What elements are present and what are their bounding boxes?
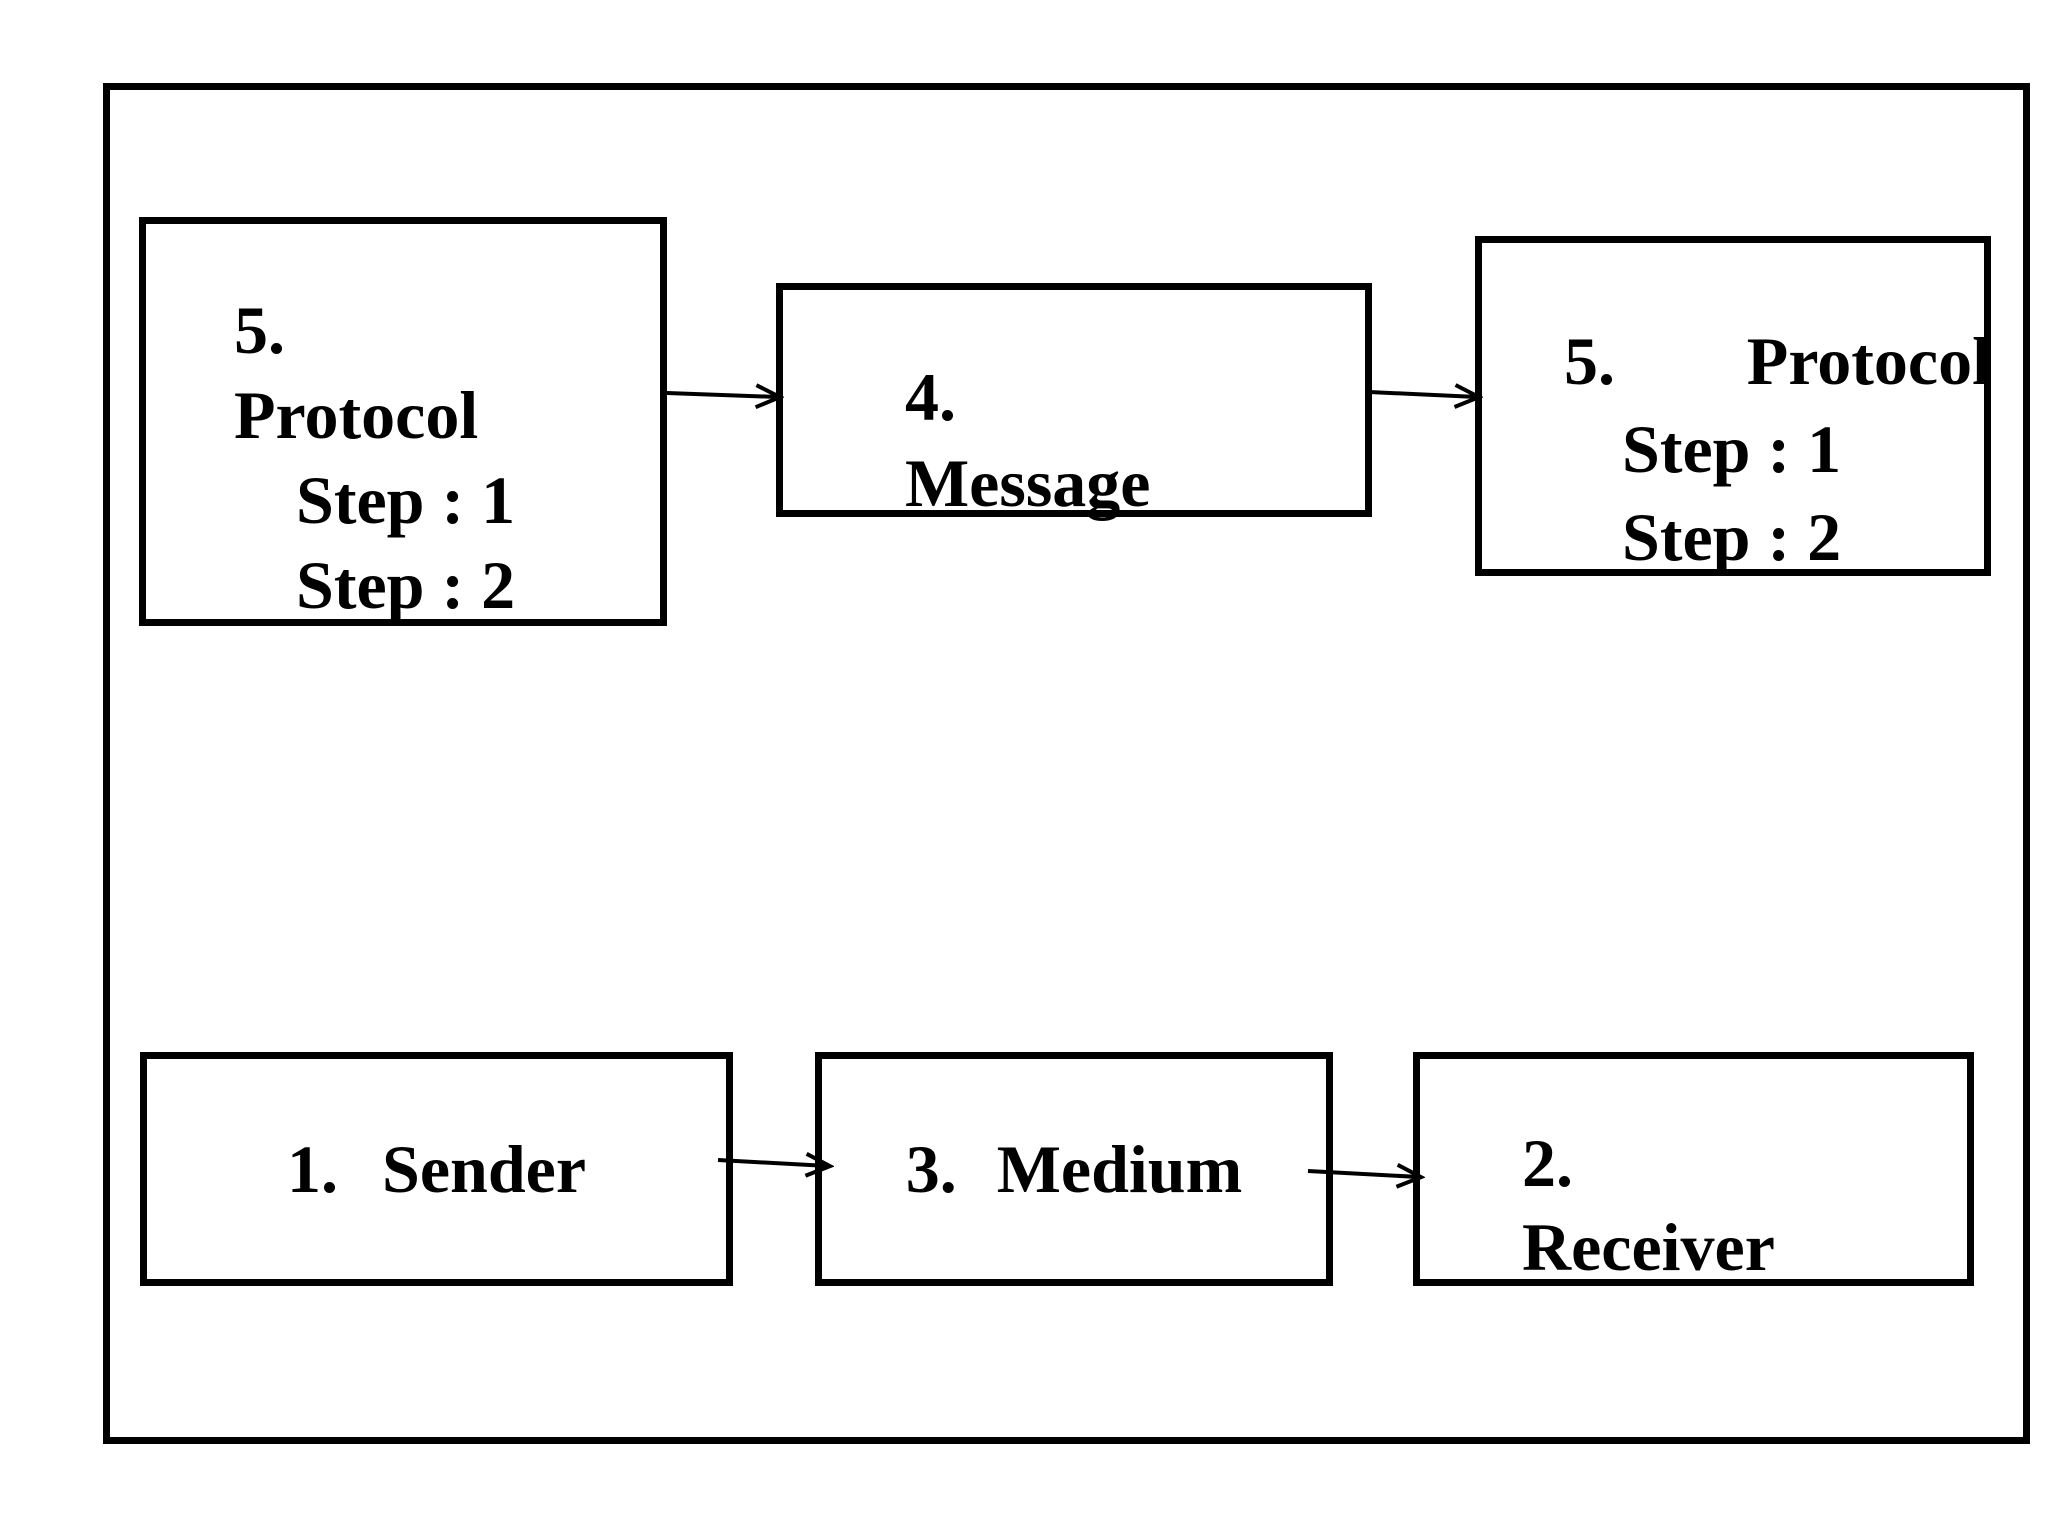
medium-number: 3. [905, 1130, 957, 1207]
protocol-receiver-heading: 5. Protocol [1564, 317, 1991, 405]
protocol-sender-title: Protocol [234, 377, 479, 453]
sender-box: 1. Sender [140, 1052, 733, 1286]
receiver-box: 2. Receiver [1413, 1052, 1974, 1286]
sender-number: 1. [287, 1130, 338, 1207]
protocol-receiver-box: 5. Protocol Step : 1 Step : 2 [1475, 236, 1991, 576]
protocol-sender-step-2: Step : 2 [296, 547, 516, 623]
medium-title: Medium [996, 1130, 1243, 1207]
medium-box: 3. Medium [815, 1052, 1333, 1286]
protocol-receiver-step-1: Step : 1 [1622, 411, 1842, 487]
protocol-receiver-step-2: Step : 2 [1622, 499, 1842, 575]
message-box: 4. Message [776, 283, 1372, 521]
protocol-receiver-number: 5. [1564, 323, 1615, 399]
receiver-title: Receiver [1522, 1209, 1775, 1285]
protocol-sender-step-1: Step : 1 [296, 462, 516, 538]
sender-title: Sender [382, 1130, 586, 1207]
message-title: Message [905, 445, 1151, 521]
protocol-sender-number: 5. [234, 292, 285, 368]
protocol-receiver-title: Protocol [1746, 323, 1991, 399]
message-number: 4. [905, 359, 956, 435]
protocol-sender-box: 5. Protocol Step : 1 Step : 2 [139, 217, 667, 626]
receiver-number: 2. [1522, 1125, 1573, 1201]
